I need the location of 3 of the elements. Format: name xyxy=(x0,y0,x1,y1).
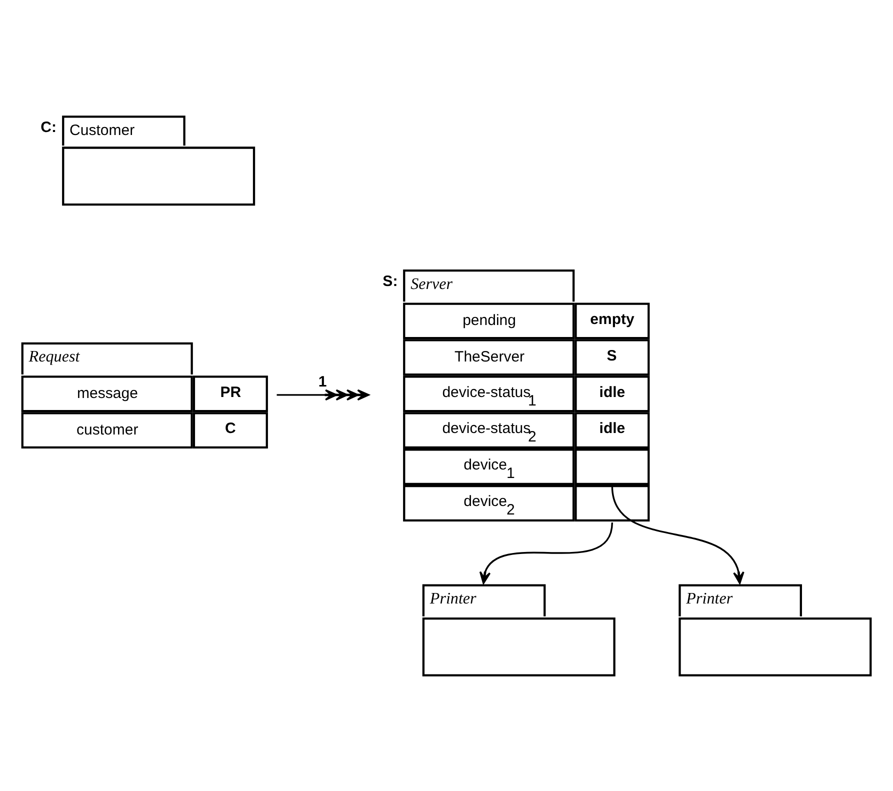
node-label: C: xyxy=(40,118,56,136)
edge-label: 1 xyxy=(318,373,327,390)
node-label: S: xyxy=(382,272,398,290)
